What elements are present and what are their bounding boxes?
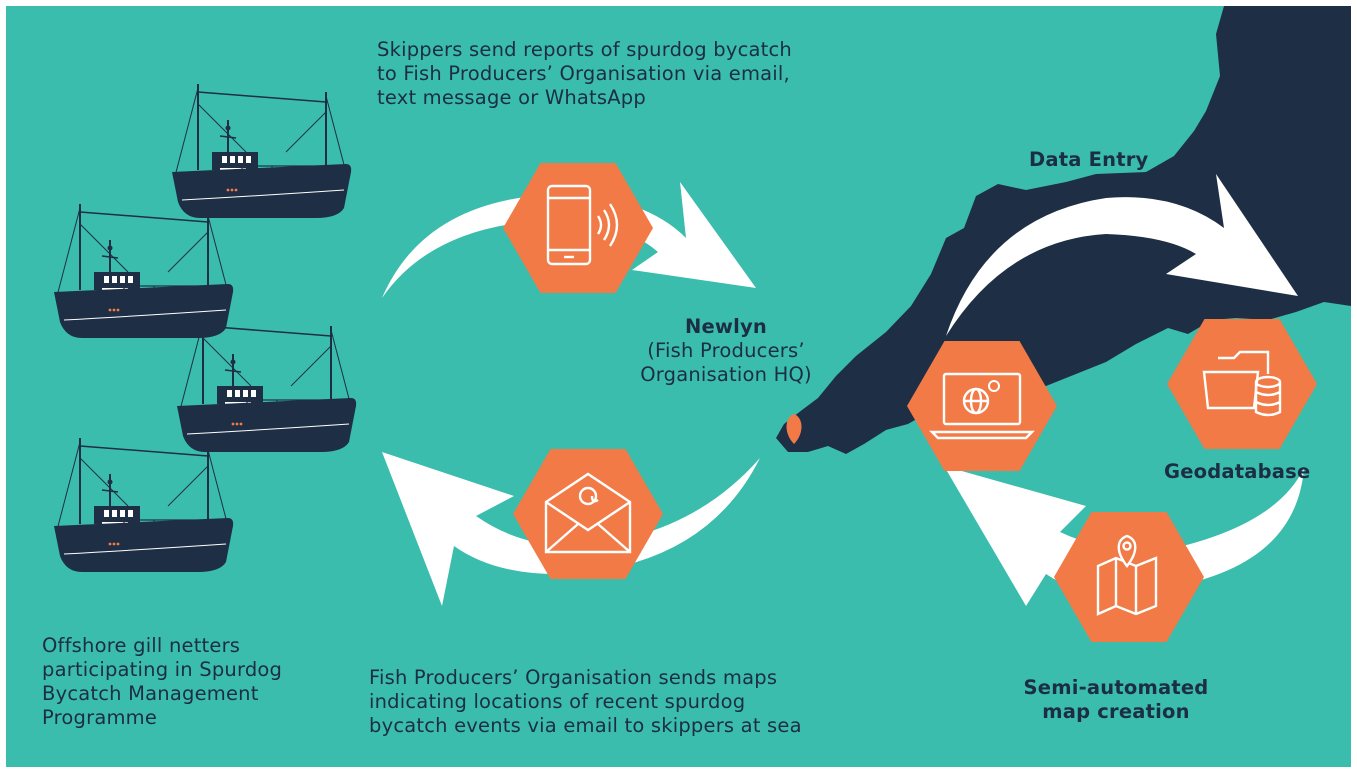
bottom-caption-line: indicating locations of recent spurdog: [369, 690, 746, 713]
geodatabase-label: Geodatabase: [1164, 460, 1311, 483]
data-entry-label: Data Entry: [1029, 148, 1149, 171]
location-pin-icon: [786, 414, 802, 444]
top-cycle-arrow: [382, 182, 756, 298]
map-creation-label: Semi-automated map creation: [1006, 676, 1226, 724]
phone-hexagon: [503, 163, 653, 293]
gill-netters-line: participating in Spurdog: [42, 658, 283, 681]
map-creation-line: Semi-automated: [1023, 676, 1209, 699]
newlyn-subtitle-line: (Fish Producers’: [647, 339, 805, 362]
map-creation-arrow: [944, 466, 1304, 606]
bottom-caption-line: Fish Producers’ Organisation sends maps: [369, 666, 778, 689]
gill-netters-line: Bycatch Management: [42, 682, 259, 705]
gill-netter-boat: [53, 203, 235, 339]
gill-netters-caption: Offshore gill netters participating in S…: [42, 634, 282, 730]
folder-database-icon: [1202, 350, 1282, 417]
map-hexagon: [1054, 512, 1204, 642]
newlyn-title: Newlyn: [684, 315, 768, 338]
gill-netters-line: Offshore gill netters: [42, 634, 241, 657]
newlyn-label: Newlyn (Fish Producers’ Organisation HQ): [620, 315, 832, 387]
gill-netters-line: Programme: [42, 706, 158, 729]
top-caption-line: Skippers send reports of spurdog bycatch: [377, 38, 792, 61]
mobile-phone-signal-icon: [546, 184, 619, 266]
gill-netter-boat: [176, 317, 358, 453]
map-creation-line: map creation: [1042, 700, 1190, 723]
bottom-caption-line: bycatch events via email to skippers at …: [369, 714, 802, 737]
coastline-islet: [1338, 228, 1351, 254]
map-pin-icon: [1096, 534, 1158, 616]
data-entry-arrow: [946, 174, 1298, 336]
top-caption: Skippers send reports of spurdog bycatch…: [377, 38, 792, 110]
top-caption-line: to Fish Producers’ Organisation via emai…: [377, 62, 790, 85]
top-caption-line: text message or WhatsApp: [377, 86, 646, 109]
gill-netter-boat: [53, 437, 235, 573]
newlyn-subtitle-line: Organisation HQ): [640, 363, 812, 386]
bottom-cycle-arrow: [382, 452, 760, 606]
diagram-graphics: [53, 6, 1351, 642]
laptop-web-icon: [929, 372, 1035, 440]
email-envelope-icon: [544, 472, 632, 554]
bottom-caption: Fish Producers’ Organisation sends maps …: [369, 666, 802, 738]
geodatabase-hexagon: [1167, 319, 1317, 449]
gill-netter-boat: [171, 83, 353, 219]
diagram-canvas: Skippers send reports of spurdog bycatch…: [6, 6, 1351, 767]
